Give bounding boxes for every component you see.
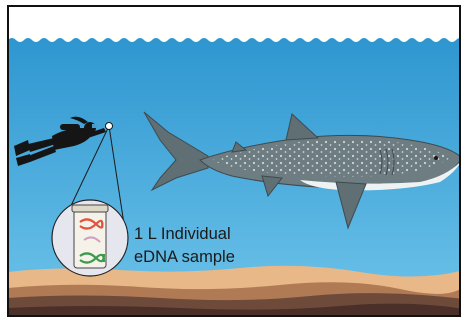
- sample-jar-icon: [52, 200, 128, 276]
- sample-label-line-2: eDNA sample: [134, 248, 235, 266]
- sample-point: [106, 123, 113, 130]
- sample-label-line-1: 1 L Individual: [134, 225, 231, 243]
